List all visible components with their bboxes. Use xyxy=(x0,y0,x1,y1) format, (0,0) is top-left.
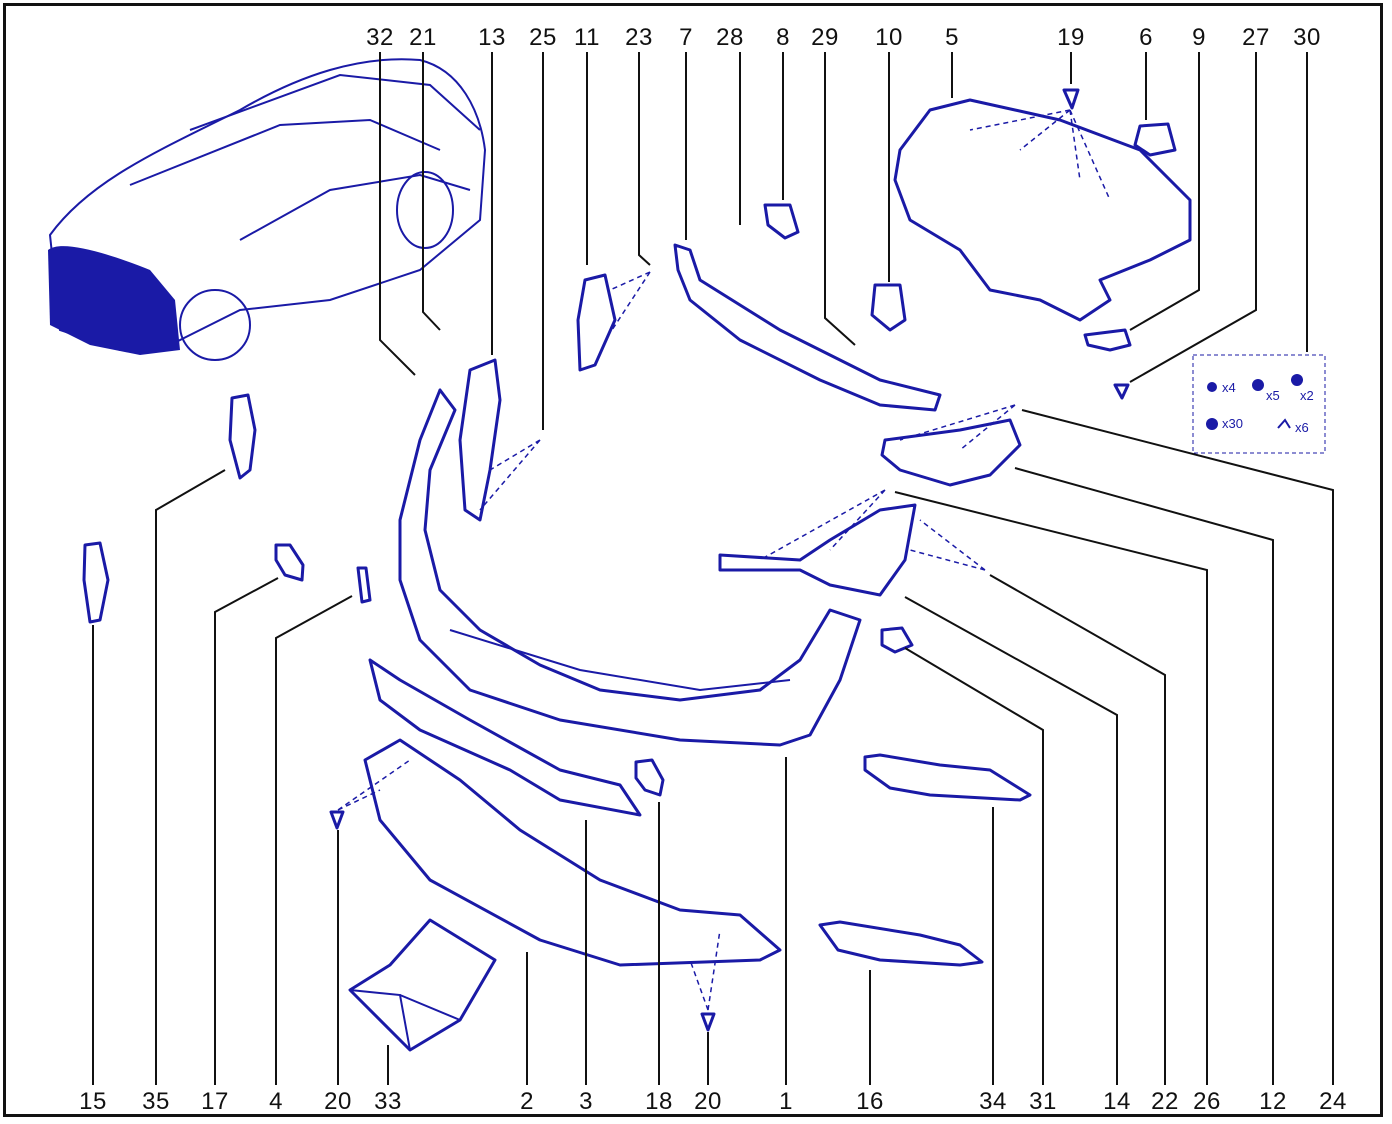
bracket-15 xyxy=(82,541,110,624)
screw-20b xyxy=(700,1012,716,1032)
bracket-6 xyxy=(1133,122,1177,157)
callout-26: 26 xyxy=(1193,1088,1221,1115)
callout-8: 8 xyxy=(776,24,790,51)
legend-x30: x30 xyxy=(1222,416,1243,431)
bracket-31 xyxy=(880,626,914,654)
callout-6: 6 xyxy=(1139,24,1153,51)
callout-21: 21 xyxy=(409,24,437,51)
screw-20a xyxy=(329,810,345,830)
callout-9: 9 xyxy=(1192,24,1206,51)
callout-32: 32 xyxy=(366,24,394,51)
callout-1: 1 xyxy=(779,1088,793,1115)
callout-25: 25 xyxy=(529,24,557,51)
bumper-cover xyxy=(398,388,862,747)
bracket-8 xyxy=(763,203,800,240)
bracket-14 xyxy=(718,503,917,597)
callout-28: 28 xyxy=(716,24,744,51)
callout-31: 31 xyxy=(1029,1088,1057,1115)
callout-2: 2 xyxy=(520,1088,534,1115)
bracket-17 xyxy=(274,543,305,582)
fog-lamp-trim-16 xyxy=(818,920,984,967)
callout-12: 12 xyxy=(1259,1088,1287,1115)
legend-x6: x6 xyxy=(1295,420,1309,435)
callout-23: 23 xyxy=(625,24,653,51)
callout-10: 10 xyxy=(875,24,903,51)
callout-4: 4 xyxy=(269,1088,283,1115)
callout-17: 17 xyxy=(201,1088,229,1115)
callout-13: 13 xyxy=(478,24,506,51)
callout-14: 14 xyxy=(1103,1088,1131,1115)
callout-11: 11 xyxy=(574,24,600,51)
clip-27 xyxy=(1113,383,1130,400)
callout-34: 34 xyxy=(979,1088,1007,1115)
front-bumper-highlight xyxy=(48,246,180,355)
bracket-12 xyxy=(880,418,1022,487)
front-end-carrier xyxy=(893,98,1192,322)
callout-24: 24 xyxy=(1319,1088,1347,1115)
callout-20: 20 xyxy=(324,1088,352,1115)
callout-20-b: 20 xyxy=(694,1088,722,1115)
fog-lamp-trim-34 xyxy=(863,753,1032,802)
callout-15: 15 xyxy=(79,1088,107,1115)
callout-27: 27 xyxy=(1242,24,1270,51)
bracket-9 xyxy=(1083,328,1132,352)
callout-7: 7 xyxy=(679,24,693,51)
legend-x2: x2 xyxy=(1300,388,1314,403)
car-illustration xyxy=(48,58,487,361)
bracket-13 xyxy=(458,358,502,522)
callout-19: 19 xyxy=(1057,24,1085,51)
engine-undertray xyxy=(363,738,782,967)
bracket-18 xyxy=(634,758,665,797)
diagram-frame xyxy=(3,3,1383,1117)
callout-35: 35 xyxy=(142,1088,170,1115)
legend-x4: x4 xyxy=(1222,380,1236,395)
lower-grille xyxy=(368,658,642,817)
callout-5: 5 xyxy=(945,24,959,51)
callout-33: 33 xyxy=(374,1088,402,1115)
screw-19 xyxy=(1062,88,1080,110)
callout-29: 29 xyxy=(811,24,839,51)
clip-4 xyxy=(356,566,372,604)
bracket-11 xyxy=(576,273,617,372)
bracket-10 xyxy=(870,283,907,332)
callout-16: 16 xyxy=(856,1088,884,1115)
fastener-legend: x4 x5 x2 x30 x6 xyxy=(1192,354,1326,454)
legend-x5: x5 xyxy=(1266,388,1280,403)
callout-30: 30 xyxy=(1293,24,1321,51)
fastener-kit-box xyxy=(348,918,497,1052)
callout-22: 22 xyxy=(1151,1088,1179,1115)
callout-3: 3 xyxy=(579,1088,593,1115)
callout-18: 18 xyxy=(645,1088,673,1115)
bracket-35 xyxy=(228,393,257,480)
impact-absorber xyxy=(673,243,942,412)
